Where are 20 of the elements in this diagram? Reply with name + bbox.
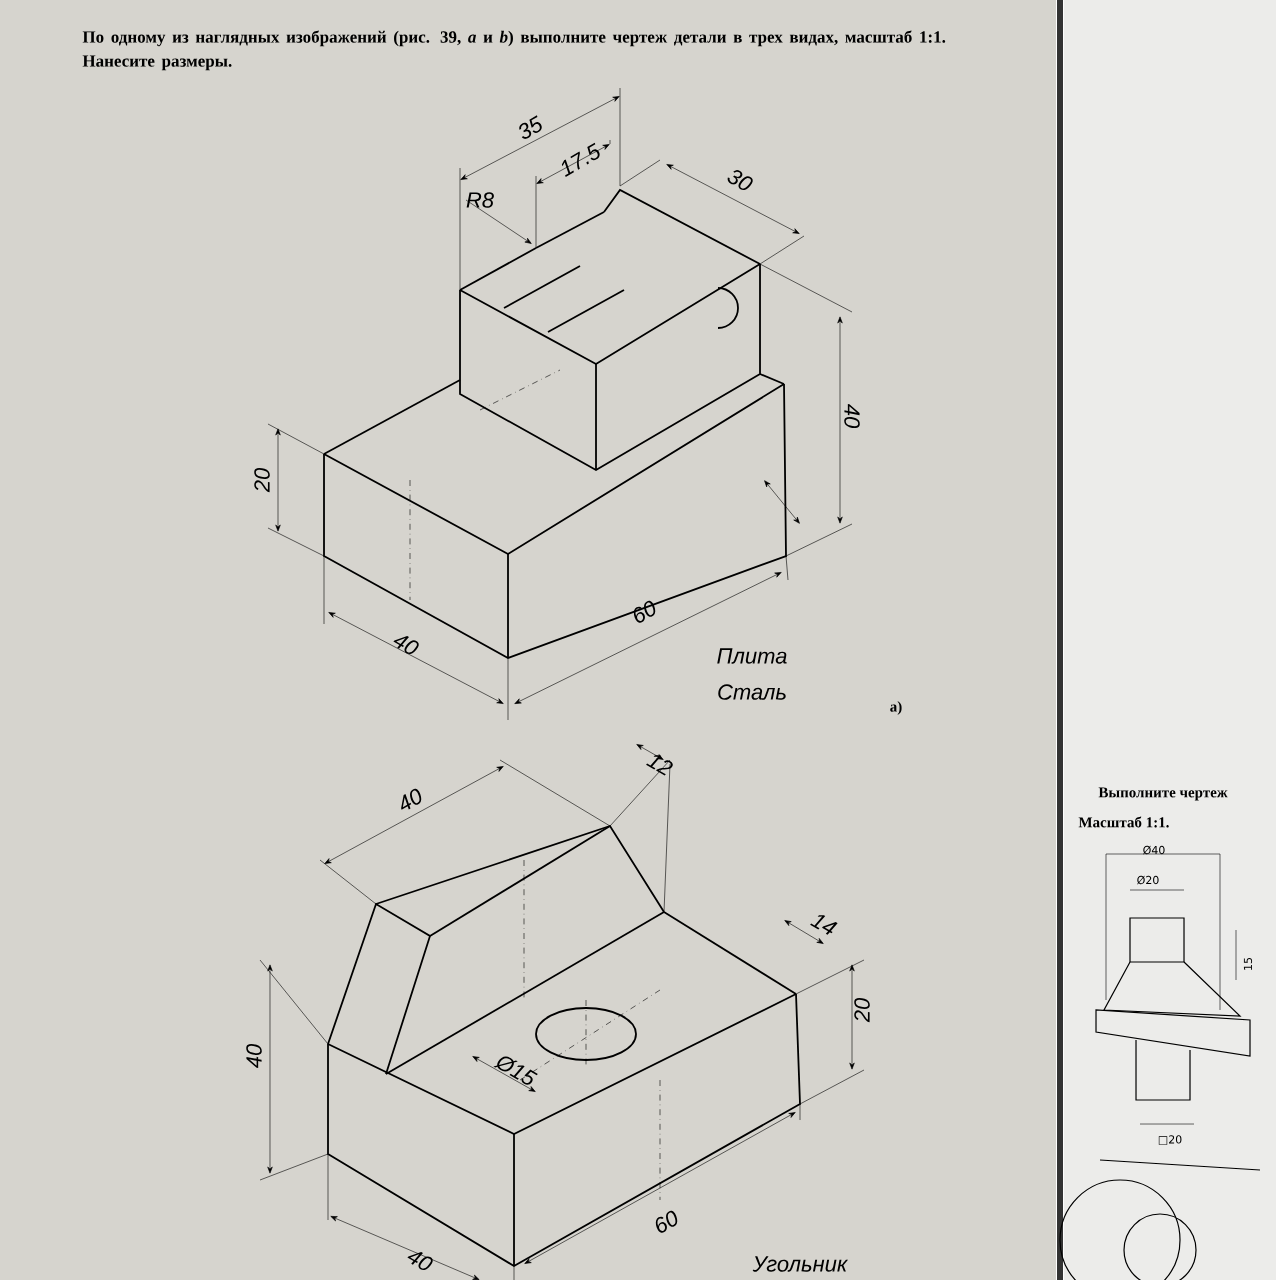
dimension-number: 35 bbox=[519, 115, 542, 139]
dimension-number: 40 bbox=[393, 636, 419, 655]
dimension-number: R8 bbox=[466, 192, 494, 208]
instruction-text: По одному из наглядных изображений (рис. 39, a и b) выполните чертеж детали в трех видах, масштаб 1:1. Нанесите размеры. bbox=[82, 30, 946, 71]
dimension-number: 12 bbox=[646, 755, 673, 776]
part-caption: Сталь bbox=[718, 684, 786, 700]
dimension-number: 40 bbox=[407, 1252, 433, 1271]
dimension-number: 40 bbox=[844, 403, 860, 429]
dimension-number: 60 bbox=[633, 600, 656, 623]
dimension-number: 14 bbox=[810, 915, 838, 935]
dimension-number: 40 bbox=[401, 788, 422, 810]
part-caption: Плита bbox=[717, 648, 787, 664]
dimension-number: 40 bbox=[246, 1043, 262, 1069]
dimension-number: 20 bbox=[854, 997, 870, 1023]
dimension-number: 60 bbox=[655, 1210, 678, 1233]
dimension-number: 20 bbox=[254, 467, 270, 493]
dimension-number: 30 bbox=[727, 170, 753, 191]
part-caption: Угольник bbox=[752, 1256, 849, 1272]
dimension-number: 17.5 bbox=[561, 142, 600, 177]
dimension-number: Ø15 bbox=[493, 1056, 538, 1085]
